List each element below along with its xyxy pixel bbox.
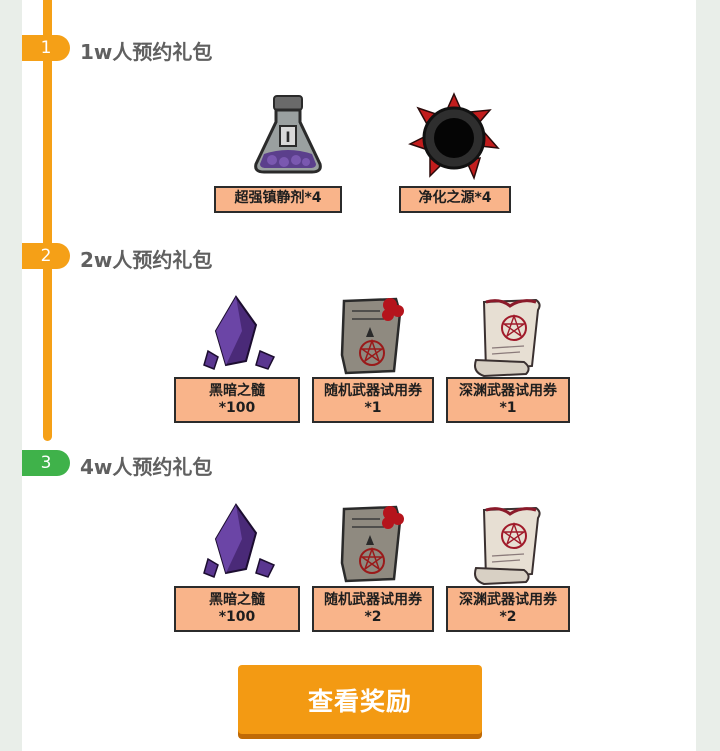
reward-label: 超强镇静剂*4 — [214, 186, 342, 213]
reward-name: 黑暗之髓 — [209, 592, 265, 608]
progress-timeline — [43, 0, 52, 441]
reward-label: 随机武器试用券 *1 — [312, 377, 434, 423]
reward-label: 黑暗之髓 *100 — [174, 586, 300, 632]
reward-name: 深渊武器试用券 — [459, 592, 557, 608]
reward-quantity: *1 — [499, 400, 517, 416]
reward-label: 深渊武器试用券 *2 — [446, 586, 570, 632]
flask-sedative-icon: I — [254, 95, 322, 174]
reward-quantity: *2 — [364, 609, 382, 625]
reward-quantity: *2 — [499, 609, 517, 625]
weapon-scroll-icon — [340, 297, 404, 375]
reward-name: 随机武器试用券 — [324, 592, 422, 608]
dark-crystal-icon — [203, 503, 276, 578]
dark-crystal-icon — [203, 295, 276, 370]
reward-quantity: *100 — [218, 400, 256, 416]
reward-quantity: *100 — [218, 609, 256, 625]
weapon-scroll-icon — [340, 505, 404, 583]
reward-label: 随机武器试用券 *2 — [312, 586, 434, 632]
abyss-scroll-icon — [474, 506, 541, 586]
reward-name: 随机武器试用券 — [324, 383, 422, 399]
tier-title: 2w人预约礼包 — [80, 248, 213, 272]
view-rewards-button[interactable]: 查看奖励 — [238, 665, 482, 734]
tier-number-badge: 1 — [22, 35, 70, 61]
reward-name: 深渊武器试用券 — [459, 383, 557, 399]
reward-quantity: *1 — [364, 400, 382, 416]
svg-text:I: I — [285, 130, 290, 146]
tier-title: 4w人预约礼包 — [80, 455, 213, 479]
reward-label: 深渊武器试用券 *1 — [446, 377, 570, 423]
tier-title: 1w人预约礼包 — [80, 40, 213, 64]
abyss-scroll-icon — [474, 298, 541, 378]
tier-number-badge: 2 — [22, 243, 70, 269]
tier-number-badge: 3 — [22, 450, 70, 476]
reward-label: 黑暗之髓 *100 — [174, 377, 300, 423]
purification-source-icon — [408, 92, 500, 180]
reward-name: 黑暗之髓 — [209, 383, 265, 399]
reward-label: 净化之源*4 — [399, 186, 511, 213]
